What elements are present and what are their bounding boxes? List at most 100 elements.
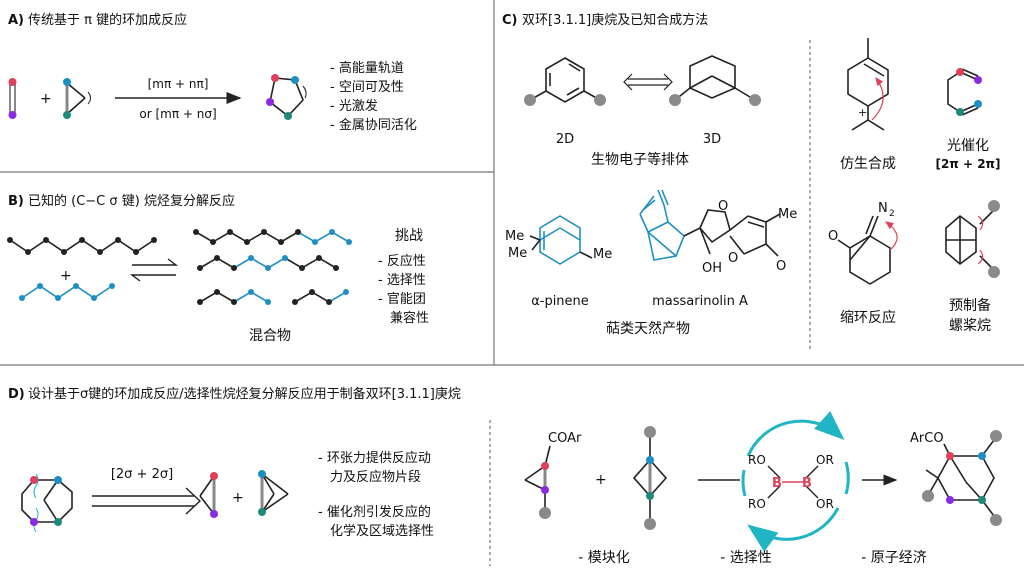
pinene-label: α-pinene — [531, 294, 589, 309]
design-note: - 催化剂引发反应的 — [318, 504, 431, 520]
feature-item: - 模块化 — [578, 550, 630, 566]
equilibrium-arrows — [129, 258, 179, 282]
panel-d-plus: + — [232, 490, 244, 506]
panel-a-bullet: - 光激发 — [330, 98, 378, 114]
design-note: 力及反应物片段 — [330, 469, 421, 485]
challenge-title: 挑战 — [395, 228, 423, 244]
n2-label: N — [878, 201, 888, 216]
panel-a-arrow-top: [mπ + nπ] — [148, 77, 209, 91]
product-bch — [922, 430, 1002, 526]
design-note: - 环张力提供反应动 — [318, 450, 431, 466]
challenge-item: - 反应性 — [378, 253, 426, 269]
panel-d-letter: D) — [8, 387, 25, 402]
panel-d: D) 设计基于σ键的环加成反应/选择性烷烃复分解反应用于制备双环[3.1.1]庚… — [8, 386, 1002, 566]
boron-atom: B — [802, 476, 812, 491]
fragment-cyclopropane — [199, 472, 218, 518]
sigma-ring-reagent — [63, 78, 91, 119]
massarinolin-black-core — [683, 209, 781, 257]
challenge-item: 兼容性 — [390, 310, 429, 326]
arco-label: ArCO — [910, 431, 944, 446]
me-label: Me — [778, 207, 797, 222]
photocat-structure — [947, 68, 982, 116]
diboron-catalyst: B B RO RO OR OR — [748, 453, 834, 511]
coar-label: COAr — [548, 431, 582, 446]
challenge-item: - 选择性 — [378, 273, 426, 288]
ring-contraction-structure — [837, 215, 898, 285]
panel-b: B) 已知的 (C−C σ 键) 烷烃复分解反应 + — [7, 193, 429, 344]
panel-d-plus-2: + — [595, 472, 607, 488]
oh-label: OH — [702, 261, 722, 276]
ketone-oxygen: O — [828, 229, 838, 244]
photocat-sub: [2π + 2π] — [935, 157, 1000, 171]
design-note: 化学及区域选择性 — [330, 523, 434, 539]
panel-c-title: 双环[3.1.1]庚烷及已知合成方法 — [522, 12, 708, 28]
benzene-2d — [524, 57, 606, 106]
pi-bond-reagent — [8, 78, 17, 119]
panel-a-title: 传统基于 π 键的环加成反应 — [28, 12, 187, 28]
fragment-bicyclobutane — [258, 470, 289, 516]
feature-item: - 选择性 — [720, 550, 772, 566]
panel-b-plus: + — [60, 268, 72, 284]
me-label: Me — [505, 229, 524, 244]
label-3d: 3D — [703, 132, 721, 147]
retro-bch-structure — [21, 473, 73, 533]
panel-a-letter: A) — [8, 13, 24, 28]
panel-a-arrow-bottom: or [mπ + nσ] — [139, 107, 216, 121]
panel-a-bullet: - 高能量轨道 — [330, 60, 404, 76]
ro-label: RO — [748, 453, 766, 467]
n2-subscript: 2 — [889, 209, 895, 219]
retrosynthesis-arrow — [92, 487, 202, 515]
panel-c: C) 双环[3.1.1]庚烷及已知合成方法 2D — [502, 12, 1001, 337]
challenge-item: - 官能团 — [378, 291, 426, 307]
alpha-pinene-structure — [539, 215, 581, 265]
panel-c-letter: C) — [502, 13, 517, 28]
panel-b-letter: B) — [8, 194, 24, 209]
product-dots — [193, 229, 352, 305]
alkane-chain-blue — [21, 285, 113, 299]
massarinolin-label: massarinolin A — [652, 294, 748, 309]
oxygen-label: O — [718, 199, 728, 214]
panel-a-plus: + — [40, 91, 52, 107]
alpha-pinene-methyls — [529, 235, 593, 259]
boron-atom: B — [772, 476, 782, 491]
feature-item: - 原子经济 — [861, 550, 927, 566]
me-label: Me — [508, 246, 527, 261]
propellane-structure — [945, 200, 1000, 278]
panel-a-bullet: - 空间可及性 — [330, 80, 404, 95]
biomimetic-structure — [847, 38, 889, 131]
or-label: OR — [816, 453, 834, 467]
panel-d-title: 设计基于σ键的环加成反应/选择性烷烃复分解反应用于制备双环[3.1.1]庚烷 — [28, 386, 461, 402]
oxygen-label: O — [776, 259, 786, 274]
label-2d: 2D — [556, 132, 574, 147]
reactant-cyclopropane — [524, 445, 551, 519]
bioisostere-label: 生物电子等排体 — [591, 151, 689, 168]
biomimetic-label: 仿生合成 — [840, 156, 896, 172]
reactant-bicyclobutane — [632, 426, 668, 530]
propellane-label-line2: 螺桨烷 — [949, 317, 991, 334]
ring-contraction-label: 缩环反应 — [840, 309, 896, 326]
panel-a-bullet: - 金属协同活化 — [330, 117, 417, 133]
me-label: Me — [593, 247, 612, 262]
natural-products-label: 萜类天然产物 — [606, 320, 690, 337]
panel-a-bullets: - 高能量轨道 - 空间可及性 - 光激发 - 金属协同活化 — [330, 60, 417, 133]
oxygen-label: O — [728, 251, 738, 266]
catalytic-cycle — [741, 411, 850, 552]
chain-dots-black — [7, 237, 157, 255]
chain-dots-blue — [19, 283, 115, 301]
propellane-label-line1: 预制备 — [949, 297, 991, 314]
bch-3d — [669, 55, 761, 106]
panel-d-notes: - 环张力提供反应动 力及反应物片段 - 催化剂引发反应的 化学及区域选择性 — [318, 450, 434, 539]
panel-a: A) 传统基于 π 键的环加成反应 + [mπ + nπ] or [mπ + n… — [8, 12, 417, 133]
panel-b-title: 已知的 (C−C σ 键) 烷烃复分解反应 — [28, 193, 235, 209]
bioisostere-arrow — [623, 73, 673, 91]
mixture-label: 混合物 — [249, 328, 291, 344]
retro-arrow-label: [2σ + 2σ] — [111, 467, 173, 482]
cyclopentane-product — [266, 74, 307, 120]
ro-label: RO — [748, 497, 766, 511]
feature-list: - 模块化 - 选择性 - 原子经济 — [578, 550, 927, 566]
plus-charge: + — [858, 106, 867, 119]
massarinolin-blue-core — [639, 189, 685, 261]
photocat-label: 光催化 — [947, 138, 989, 154]
